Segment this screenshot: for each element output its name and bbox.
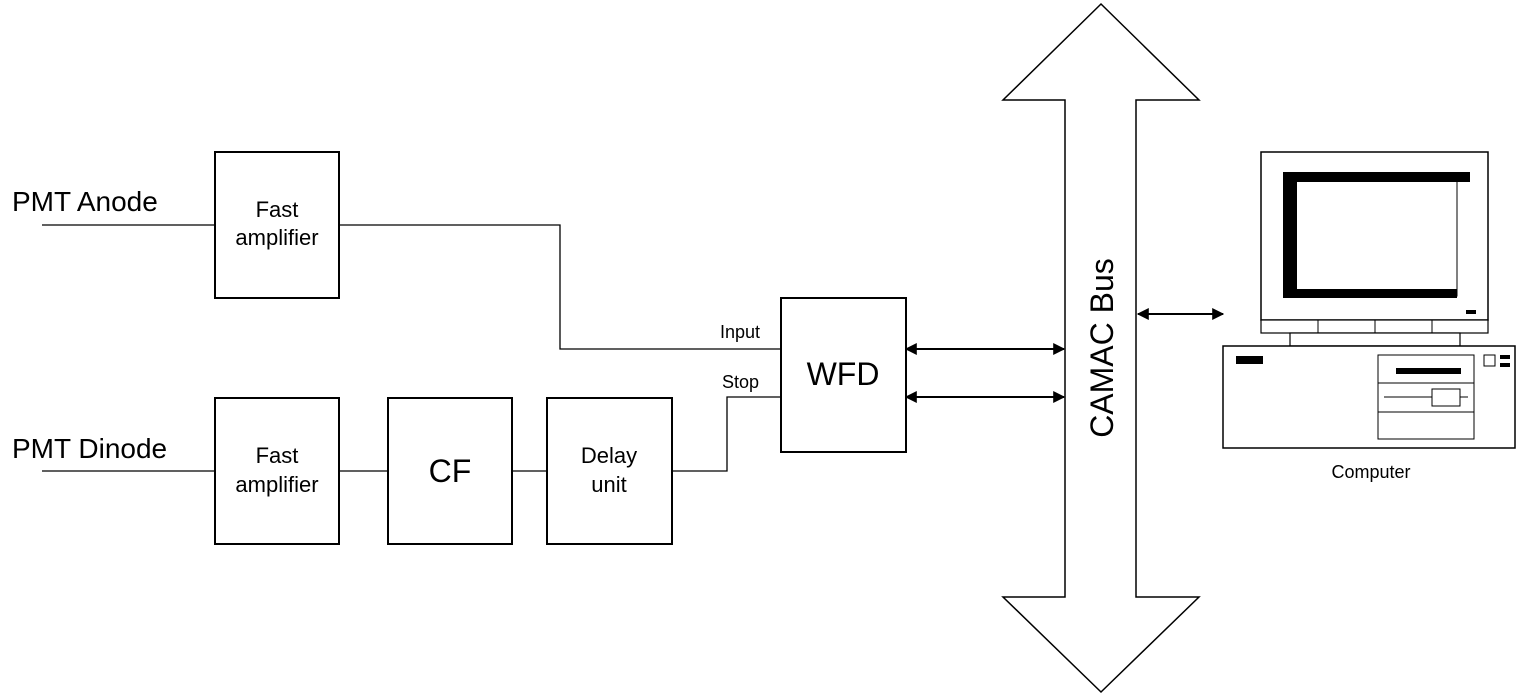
computer-icon [1223,152,1515,448]
camac-bus-label: CAMAC Bus [1084,258,1120,438]
fast-amplifier-top-line1: Fast [256,197,299,222]
pmt-anode-label: PMT Anode [12,186,158,217]
wfd-label: WFD [807,356,880,392]
delay-unit-line2: unit [591,472,626,497]
cf-label: CF [429,453,472,489]
fast-amplifier-top-line2: amplifier [235,225,318,250]
wfd-input-port-label: Input [720,322,760,342]
delay-unit-line1: Delay [581,443,637,468]
fast-amplifier-bottom-block [215,398,339,544]
fast-amplifier-bottom-line2: amplifier [235,472,318,497]
wfd-stop-port-label: Stop [722,372,759,392]
delay-unit-block [547,398,672,544]
computer-label: Computer [1331,462,1410,482]
fast-amplifier-bottom-line1: Fast [256,443,299,468]
anode-to-wfd-wire [339,225,781,349]
pmt-dinode-label: PMT Dinode [12,433,167,464]
delay-to-wfd-wire [672,397,781,471]
